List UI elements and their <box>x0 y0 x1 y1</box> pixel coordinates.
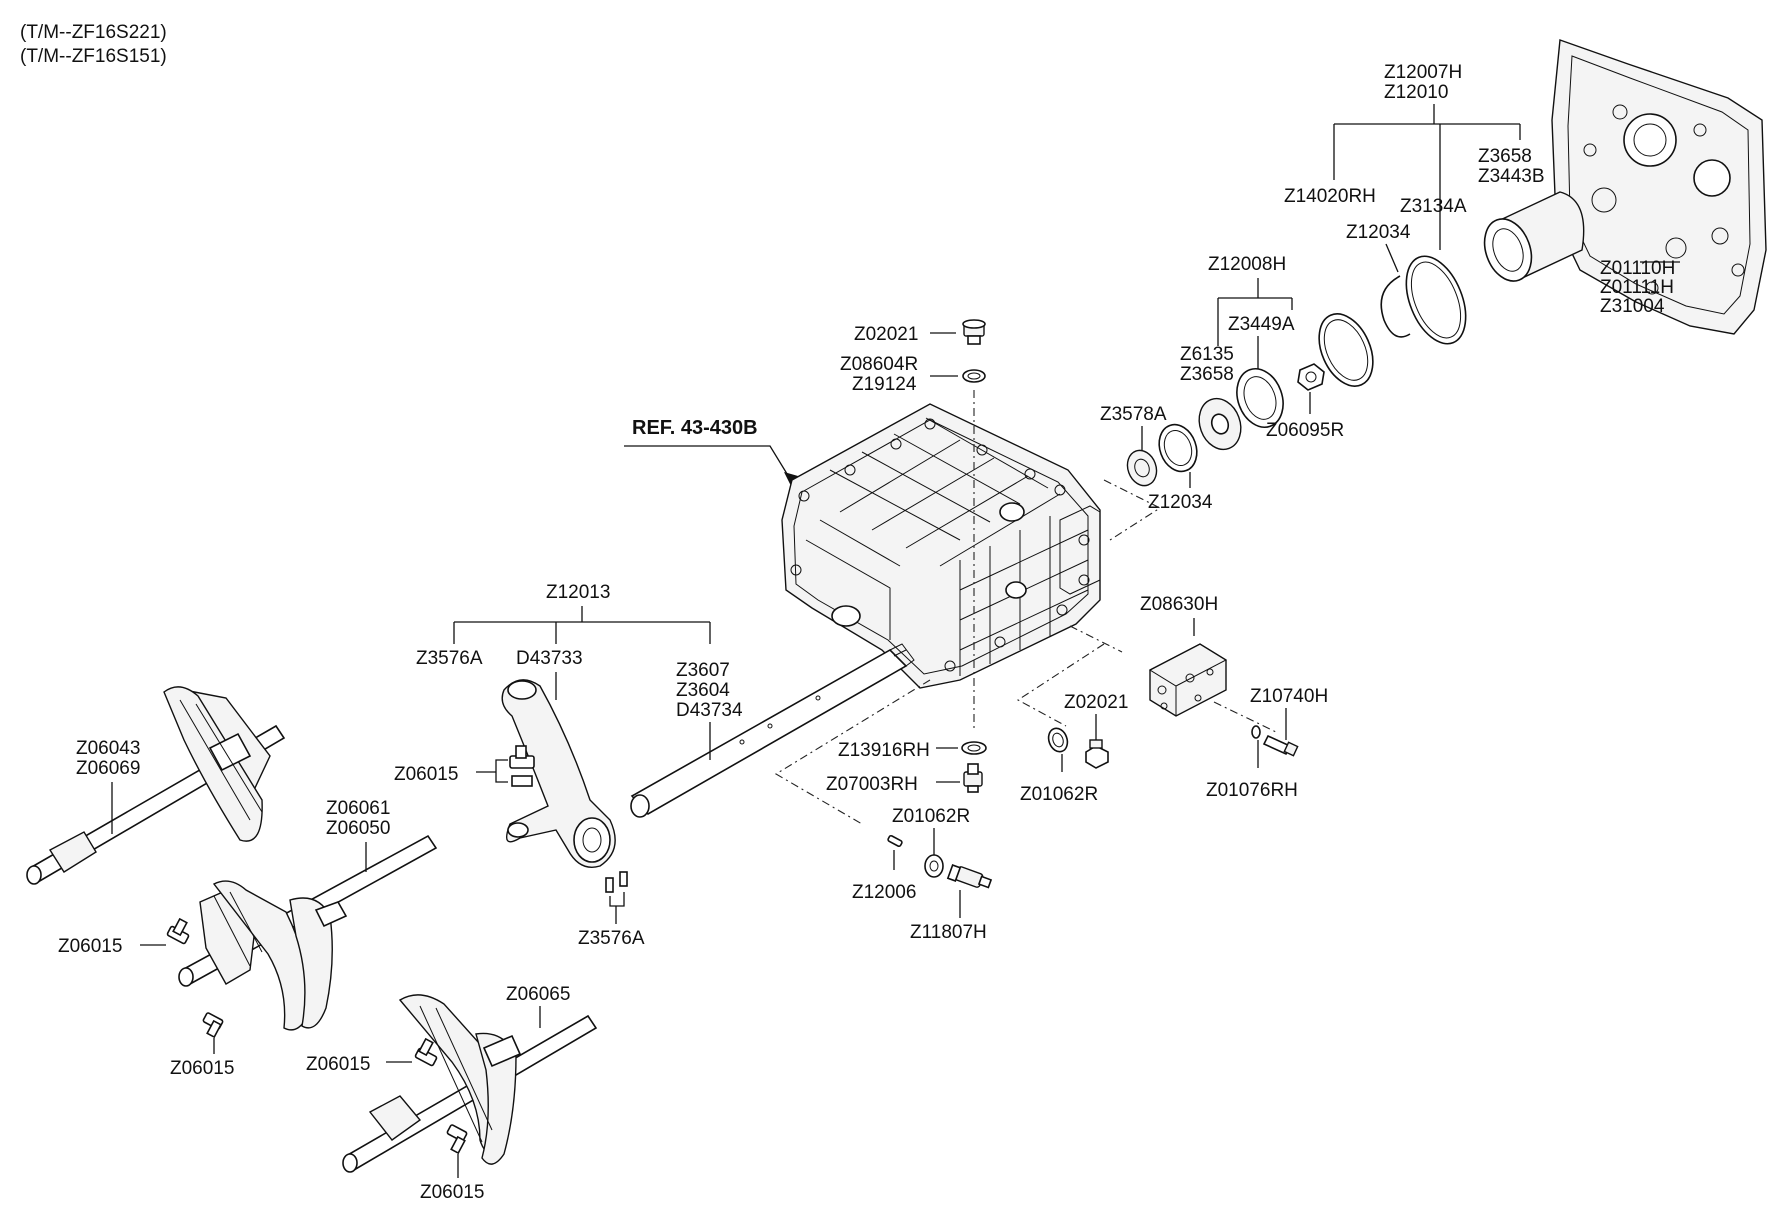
assembly-line-bolt <box>1213 701 1277 733</box>
plug-z02021-top <box>962 319 986 345</box>
label-z01111h: Z01111H <box>1600 277 1674 298</box>
assembly-line-right <box>1103 479 1162 541</box>
washer-z13916rh <box>961 741 987 755</box>
washer-z01076rh <box>1251 725 1261 739</box>
label-z12008h: Z12008H <box>1208 254 1286 275</box>
sensor-z11807h <box>946 864 993 889</box>
rear-housing <box>1551 39 1767 335</box>
label-z01062r-a: Z01062R <box>892 806 970 827</box>
label-z12007h: Z12007H <box>1384 62 1462 83</box>
label-z11807h: Z11807H <box>910 922 987 943</box>
label-z06061: Z06061 <box>326 798 390 819</box>
ring-z3134a <box>1405 255 1467 345</box>
label-z06015-d: Z06015 <box>306 1054 370 1075</box>
shift-rail-z06043 <box>26 686 286 885</box>
label-z06043: Z06043 <box>76 738 140 759</box>
label-z08604r: Z08604R <box>840 354 918 375</box>
reference-leader <box>624 445 793 483</box>
label-z3443b: Z3443B <box>1478 166 1545 187</box>
label-z06015-e: Z06015 <box>420 1182 484 1203</box>
assembly-line-pin <box>774 679 931 825</box>
circlip-z12034-top <box>1380 275 1411 338</box>
label-z31004: Z31004 <box>1600 296 1665 317</box>
label-z12010: Z12010 <box>1384 82 1448 103</box>
label-z06015-a: Z06015 <box>394 764 458 785</box>
label-z3576a-bot: Z3576A <box>578 928 645 949</box>
label-z3134a: Z3134A <box>1400 196 1467 217</box>
reference-label: REF. 43-430B <box>632 417 758 439</box>
ring-z14020rh <box>1318 313 1374 387</box>
bracket-z12007h <box>1333 104 1521 250</box>
label-z13916rh: Z13916RH <box>838 740 930 761</box>
label-z6135: Z6135 <box>1180 344 1234 365</box>
shift-fork-d43733 <box>501 679 616 868</box>
label-z12006: Z12006 <box>852 882 916 903</box>
label-z01062r-b: Z01062R <box>1020 784 1098 805</box>
label-z08630h: Z08630H <box>1140 594 1218 615</box>
model-label-zf16s221: (T/M--ZF16S221) <box>20 22 167 43</box>
label-d43734: D43734 <box>676 700 743 721</box>
label-z06015-b: Z06015 <box>58 936 122 957</box>
pins-z3576a <box>605 871 628 893</box>
valve-block-z08630h <box>1148 643 1228 717</box>
bracket-z12013 <box>453 606 711 644</box>
label-z14020rh: Z14020RH <box>1284 186 1376 207</box>
label-d43733: D43733 <box>516 648 583 669</box>
label-z3604: Z3604 <box>676 680 730 701</box>
label-z12034-top: Z12034 <box>1346 222 1411 243</box>
bracket-z12008h <box>1217 278 1293 346</box>
label-z02021-bot: Z02021 <box>1064 692 1128 713</box>
label-z01076rh: Z01076RH <box>1206 780 1298 801</box>
shift-rail-z06065 <box>342 994 598 1173</box>
washer-z08604r <box>962 369 986 383</box>
label-z3449a: Z3449A <box>1228 314 1295 335</box>
assembly-line-to-block <box>1069 625 1123 653</box>
shift-rail-z06061 <box>178 834 438 1031</box>
seal-z3578a <box>1126 449 1158 487</box>
label-z3658-mid: Z3658 <box>1180 364 1234 385</box>
pin-z06015-a <box>509 745 535 787</box>
assembly-line-washer <box>1016 643 1105 727</box>
label-z06065: Z06065 <box>506 984 570 1005</box>
label-z06069: Z06069 <box>76 758 140 779</box>
label-z12034-mid: Z12034 <box>1148 492 1213 513</box>
ring-z12034-mid <box>1158 423 1198 473</box>
reference-arrowhead <box>784 472 798 488</box>
label-z10740h: Z10740H <box>1250 686 1328 707</box>
label-z19124: Z19124 <box>852 374 917 395</box>
pin-z06015-d <box>414 1037 438 1067</box>
label-z3578a: Z3578A <box>1100 404 1167 425</box>
label-z12013: Z12013 <box>546 582 610 603</box>
label-z3576a-top: Z3576A <box>416 648 483 669</box>
model-label-zf16s151: (T/M--ZF16S151) <box>20 46 167 67</box>
washer-z01062r-a <box>924 854 944 878</box>
seal-z3449a <box>1236 368 1284 428</box>
label-z3607: Z3607 <box>676 660 730 681</box>
washer-z01062r-b <box>1047 727 1069 753</box>
label-z3658-top: Z3658 <box>1478 146 1532 167</box>
bolt-z10740h <box>1262 734 1299 757</box>
label-z02021-top: Z02021 <box>854 324 918 345</box>
selector-rod-z3607 <box>630 643 915 818</box>
plug-z02021-bot <box>1085 739 1109 769</box>
pin-z06015-e <box>446 1124 468 1155</box>
label-z06050: Z06050 <box>326 818 390 839</box>
plug-z07003rh <box>963 763 983 793</box>
pin-z06015-c <box>202 1012 224 1039</box>
sleeve-z3443b <box>1483 191 1585 282</box>
label-z06015-c: Z06015 <box>170 1058 234 1079</box>
nut-z06095r <box>1297 363 1325 391</box>
label-z01110h: Z01110H <box>1600 258 1675 279</box>
label-z07003rh: Z07003RH <box>826 774 918 795</box>
pin-z06015-b <box>166 917 190 945</box>
label-z06095r: Z06095R <box>1266 420 1344 441</box>
transmission-case <box>781 403 1101 689</box>
pin-z12006 <box>887 834 903 848</box>
